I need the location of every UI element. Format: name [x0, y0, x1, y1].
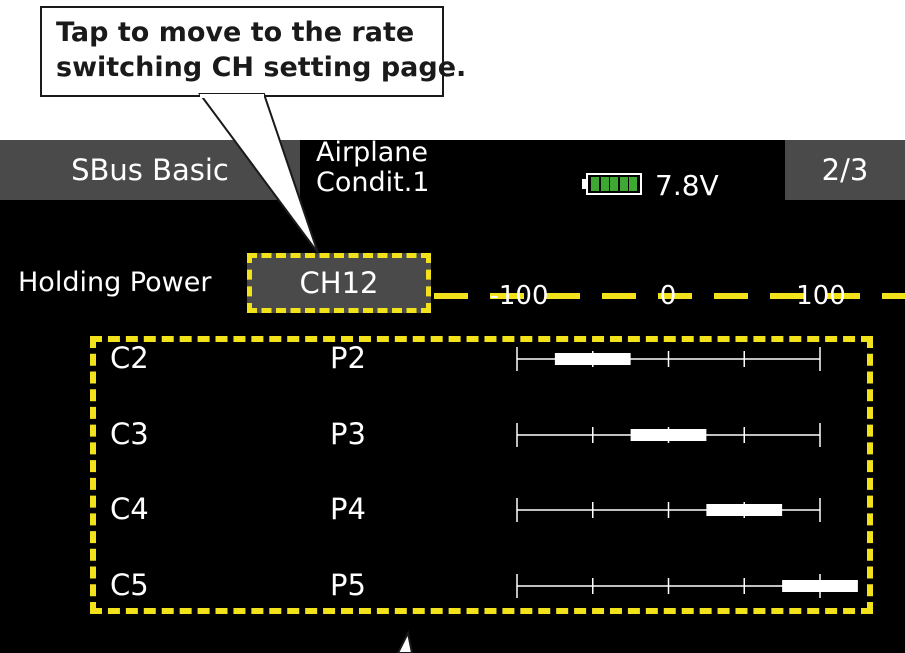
rate-range-gauge — [516, 347, 821, 371]
device-screen: SBus Basic Airplane Condit.1 7.8V 2/3 Ho… — [0, 140, 905, 653]
scale-min-label: -100 — [489, 281, 549, 311]
battery-voltage: 7.8V — [655, 169, 719, 202]
battery-icon — [582, 173, 644, 195]
condition-name: C3 — [110, 417, 149, 451]
callout-line-2: switching CH setting page. — [56, 52, 467, 83]
condition-label: Condit.1 — [316, 167, 430, 198]
position-name: P3 — [330, 417, 366, 451]
condition-name: C2 — [110, 341, 149, 375]
condition-name: C4 — [110, 492, 149, 526]
condition-row[interactable]: C4 P4 — [0, 492, 905, 532]
holding-power-label: Holding Power — [18, 267, 212, 298]
model-condition-display: Airplane Condit.1 — [316, 140, 429, 198]
position-name: P2 — [330, 341, 366, 375]
condition-name: C5 — [110, 568, 149, 602]
rate-range-bar — [706, 504, 783, 516]
scale-highlight-line — [434, 293, 905, 299]
callout-line-1: Tap to move to the rate — [56, 17, 415, 48]
condition-row[interactable]: C5 P5 — [0, 568, 905, 608]
rate-range-gauge — [516, 423, 821, 447]
rate-switch-channel-button[interactable]: CH12 — [247, 253, 431, 313]
rate-range-gauge — [516, 574, 858, 598]
condition-row[interactable]: C2 P2 — [0, 341, 905, 381]
rate-range-bar — [554, 353, 631, 365]
model-type-label: Airplane — [316, 140, 428, 168]
page-indicator-label: 2/3 — [821, 153, 869, 187]
callout-box: Tap to move to the rate switching CH set… — [40, 6, 467, 97]
rate-range-bar — [630, 429, 707, 441]
rate-range-gauge — [516, 498, 821, 522]
scale-mid-label: 0 — [659, 281, 677, 311]
scale-max-label: 100 — [796, 281, 846, 311]
position-name: P4 — [330, 492, 366, 526]
condition-row[interactable]: C3 P3 — [0, 417, 905, 457]
position-name: P5 — [330, 568, 366, 602]
page-indicator-button[interactable]: 2/3 — [785, 140, 905, 200]
channel-value: CH12 — [299, 266, 379, 300]
rate-range-bar — [782, 580, 858, 592]
